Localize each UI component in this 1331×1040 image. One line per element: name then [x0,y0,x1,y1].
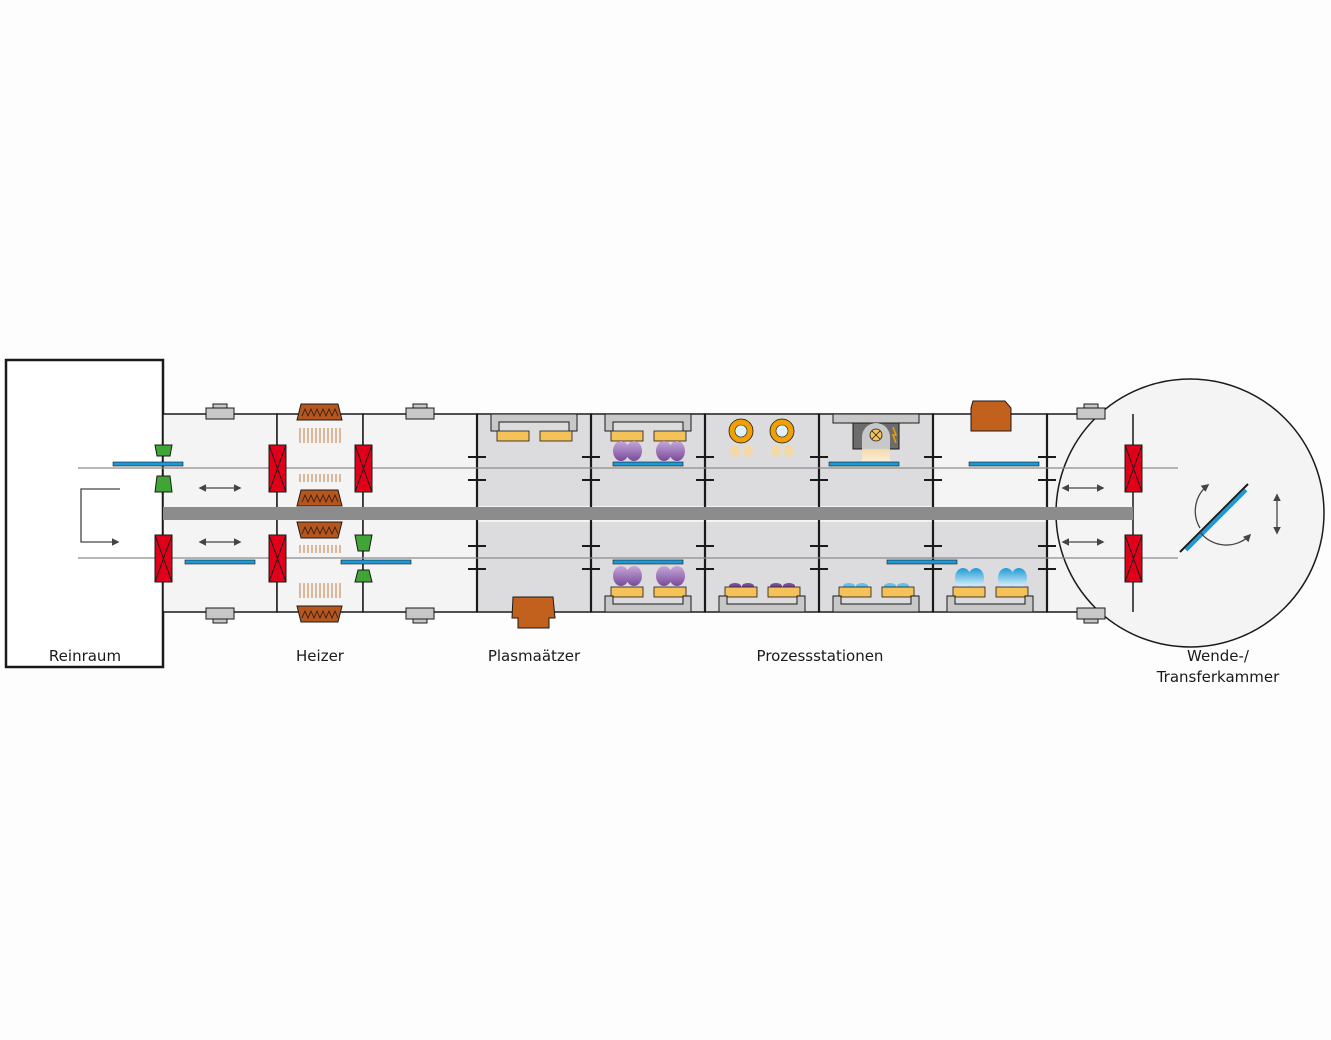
label-heater: Heizer [296,647,345,665]
labels: Reinraum Heizer Plasmaätzer Prozessstati… [49,647,1280,686]
substrates [112,461,1040,565]
transport-rails [78,467,1178,559]
evaporator-station [718,418,806,613]
port-flanges [205,403,1106,624]
cleanroom [4,358,165,669]
valve-red [268,444,287,493]
valve-green [154,444,173,457]
heat-radiation [299,428,341,598]
rotate-arrow-icon [1194,484,1210,529]
label-process-stations: Prozessstationen [757,647,884,665]
gate-valves [154,444,1143,583]
turn-arrow-icon [80,488,120,546]
plasma-etcher [490,413,578,629]
substrate [1179,483,1249,553]
sputter-station [946,400,1034,613]
center-carrier-rail [163,507,1133,520]
valve-green [354,534,373,552]
valve-red [1124,444,1143,493]
valve-red [154,534,173,583]
rotate-arrow-icon [1199,531,1252,546]
label-turn-transfer-1: Wende-/ [1187,647,1250,665]
valve-red [268,534,287,583]
label-plasma-etcher: Plasmaätzer [488,647,581,665]
valve-red [1124,534,1143,583]
transport-arrows [198,484,1105,546]
magnetron-station [604,413,692,613]
label-cleanroom: Reinraum [49,647,121,665]
valve-green [154,475,173,493]
lamp-station [832,413,920,613]
label-turn-transfer-2: Transferkammer [1156,668,1280,686]
lock-markers [468,456,1056,570]
valve-green [354,569,373,583]
valve-red [354,444,373,493]
heater-elements [296,403,343,623]
